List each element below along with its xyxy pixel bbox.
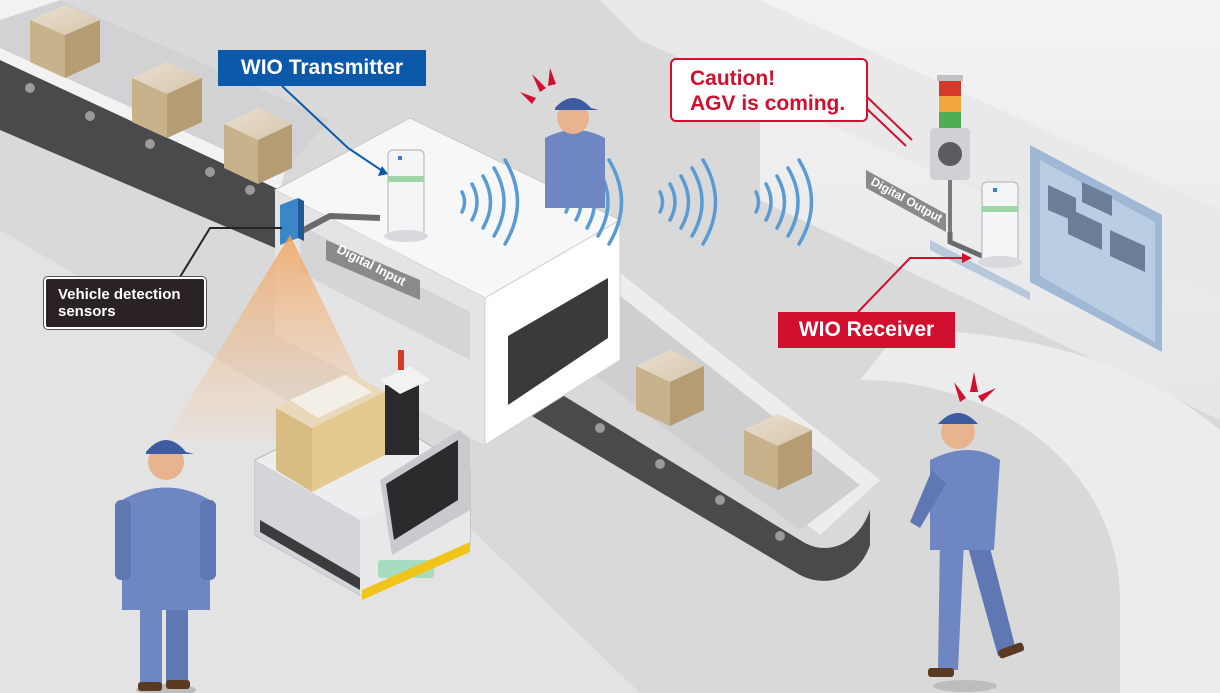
box-lower-3 xyxy=(744,414,812,490)
sensor-line-2: sensors xyxy=(58,303,116,320)
caution-callout: Caution! AGV is coming. xyxy=(670,58,868,122)
transmitter-leader-arrow xyxy=(378,166,388,176)
box-upper-2 xyxy=(132,62,202,138)
receiver-leader-line xyxy=(857,257,968,313)
wio-receiver-device xyxy=(978,181,1022,268)
wio-receiver-label: WIO Receiver xyxy=(778,312,955,348)
lower-conveyor-side xyxy=(505,360,870,581)
sensor-callout: Vehicle detection sensors xyxy=(43,276,207,330)
box-upper-1 xyxy=(30,5,100,78)
alert-burst-icon xyxy=(520,68,996,402)
caution-leader-line xyxy=(865,95,913,147)
wio-transmitter-device xyxy=(384,149,428,242)
box-lower-2 xyxy=(636,350,704,426)
agv-robot xyxy=(254,350,471,600)
box-upper-3 xyxy=(224,108,292,184)
worker-right xyxy=(910,413,1025,692)
window-desk xyxy=(930,240,1030,300)
worker-left xyxy=(115,440,216,693)
caution-line-2: AGV is coming. xyxy=(690,92,846,115)
window-monitors xyxy=(1048,182,1145,272)
vehicle-detection-sensor xyxy=(280,198,304,245)
signal-tower-icon xyxy=(930,75,970,240)
digital-output-strip xyxy=(866,170,946,232)
transmitter-leader-line xyxy=(281,85,385,173)
wio-transmitter-label: WIO Transmitter xyxy=(218,50,426,86)
upper-conveyor-side xyxy=(0,60,280,250)
digital-input-cable xyxy=(298,212,381,235)
conveyor-rollers xyxy=(25,83,255,195)
caution-line-1: Caution! xyxy=(690,67,776,90)
digital-output-cable xyxy=(947,232,984,259)
worker-back xyxy=(545,98,605,208)
sensor-line-1: Vehicle detection xyxy=(58,286,181,303)
sensor-leader-line xyxy=(179,227,282,278)
walkway-curve xyxy=(860,330,1220,693)
digital-input-strip xyxy=(326,240,420,300)
receiver-leader-arrow xyxy=(962,253,972,263)
